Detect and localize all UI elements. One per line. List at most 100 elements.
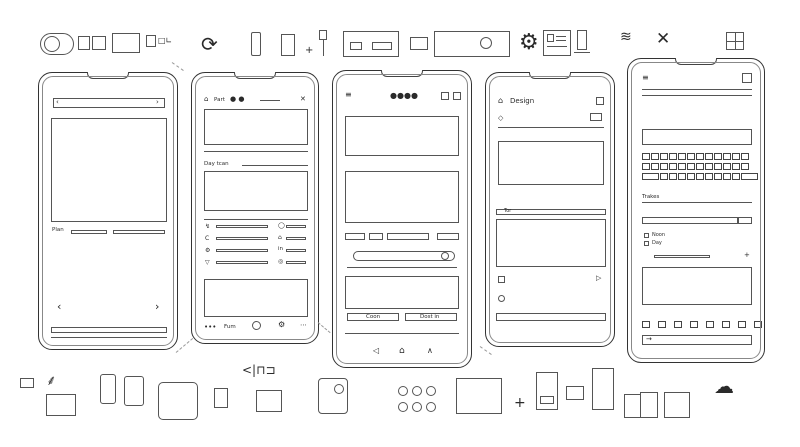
arrow-right-icon[interactable]: › <box>155 300 160 313</box>
section-line <box>642 202 752 203</box>
row-slider-3[interactable] <box>216 249 268 252</box>
recent-nav-icon[interactable]: ∧ <box>427 346 433 355</box>
more-dots: ••• <box>204 323 217 331</box>
section-line <box>242 165 308 166</box>
mini-toggle[interactable] <box>590 113 602 121</box>
slider-track-2[interactable] <box>113 230 165 234</box>
option-checkbox-2[interactable] <box>644 241 649 246</box>
landscape-icon: ☁ <box>714 374 734 398</box>
connector-line <box>317 322 331 334</box>
address-bar[interactable] <box>53 98 165 108</box>
home-button[interactable] <box>252 321 261 330</box>
wifi-icon: ≋ <box>620 29 632 45</box>
header-divider <box>498 127 604 128</box>
phone-frame-5: ≡ Trakes Noon Day + → <box>627 58 765 363</box>
control-1[interactable] <box>345 233 365 240</box>
header-line <box>260 100 280 101</box>
control-3[interactable] <box>387 233 429 240</box>
header-label: Part <box>214 97 225 103</box>
plus-icon: + <box>514 395 526 411</box>
keyboard-row-3[interactable] <box>642 173 758 180</box>
arrow-left-icon[interactable]: ‹ <box>57 300 62 313</box>
control-2[interactable] <box>369 233 383 240</box>
search-field[interactable] <box>353 251 455 261</box>
card-icon <box>410 37 428 50</box>
row-slider-4[interactable] <box>216 261 268 264</box>
search-button[interactable] <box>441 252 449 260</box>
option-label-2: Day <box>652 240 662 246</box>
range-slider[interactable] <box>654 255 710 258</box>
row-icon: ↯ <box>205 223 211 230</box>
menu-icon[interactable]: ≡ <box>642 73 649 82</box>
play-button[interactable] <box>437 233 459 240</box>
square-button[interactable] <box>441 92 449 100</box>
home-icon[interactable]: ⌂ <box>204 95 209 103</box>
notch <box>381 70 423 77</box>
divider-line <box>204 219 308 220</box>
phone-frame-1: ‹ › Plan ‹ › <box>38 72 178 350</box>
phone-frame-4: ⌂ Design ◇ Tor ▷ <box>485 72 615 347</box>
row-slider-2[interactable] <box>216 237 268 240</box>
tab-label: Tor <box>504 208 512 214</box>
settings-button[interactable] <box>742 73 752 83</box>
home-nav-icon[interactable]: ⌂ <box>399 346 405 356</box>
radio-button[interactable] <box>498 295 505 302</box>
secondary-button[interactable]: Dost in <box>405 313 457 321</box>
home-icon[interactable]: ⌂ <box>498 96 504 105</box>
card-image-3 <box>204 279 308 317</box>
dots-indicator: ● ● <box>230 95 245 103</box>
row-value-icon: ◎ <box>278 258 284 265</box>
section-label: Trakes <box>642 194 660 200</box>
notch <box>87 72 129 79</box>
chevron-right-icon[interactable]: › <box>156 98 159 106</box>
more-icon[interactable]: ⋯ <box>300 321 307 329</box>
slider-plus: + <box>744 251 750 259</box>
settings-icon[interactable]: ⚙ <box>278 320 286 329</box>
footer-line <box>345 333 459 334</box>
row-slider-1[interactable] <box>216 225 268 228</box>
toolbar-buttons[interactable] <box>642 321 762 328</box>
range-line <box>347 267 457 268</box>
text-area[interactable] <box>642 267 752 305</box>
row-bar-2[interactable] <box>286 237 306 240</box>
connector-line <box>479 346 492 355</box>
input-button[interactable] <box>738 217 752 224</box>
input-field[interactable] <box>642 217 738 224</box>
row-bar-3[interactable] <box>286 249 306 252</box>
bottom-bar[interactable] <box>642 335 752 345</box>
back-nav-icon[interactable]: ◁ <box>373 346 380 355</box>
close-icon[interactable]: ✕ <box>300 95 306 103</box>
chevron-left-icon[interactable]: ‹ <box>56 98 59 106</box>
row-icon: C <box>205 235 210 242</box>
page-title: Design <box>510 97 535 105</box>
option-checkbox-1[interactable] <box>644 233 649 238</box>
slider-track[interactable] <box>71 230 107 234</box>
row-icon: ⚙ <box>205 247 211 254</box>
row-bar-4[interactable] <box>286 261 306 264</box>
row-icon: ▽ <box>205 259 210 266</box>
text-field[interactable] <box>642 129 752 145</box>
option-label-1: Noon <box>652 232 666 238</box>
row-bar-1[interactable] <box>286 225 306 228</box>
gear-icon: ⚙ <box>519 30 539 55</box>
menu-icon[interactable]: ≡ <box>345 90 352 99</box>
card-image-1 <box>204 109 308 145</box>
footer-bar <box>51 327 167 333</box>
primary-button-label: Coon <box>366 314 381 320</box>
keyboard-row-1[interactable] <box>642 153 749 160</box>
keyboard-row-2[interactable] <box>642 163 749 170</box>
image-placeholder <box>51 118 167 222</box>
tab-bar[interactable] <box>496 209 606 215</box>
row-value-icon: ⌂ <box>278 234 282 241</box>
small-checkbox[interactable] <box>498 276 505 283</box>
back-button[interactable] <box>453 92 461 100</box>
image-placeholder-3 <box>345 276 459 309</box>
square-button[interactable] <box>596 97 604 105</box>
segmented-control[interactable] <box>496 313 606 321</box>
diamond-icon: ◇ <box>498 114 504 122</box>
arrow-right-icon[interactable]: → <box>646 335 652 343</box>
play-icon[interactable]: ▷ <box>596 274 602 282</box>
tray-icon <box>456 378 502 414</box>
image-placeholder-2 <box>496 219 606 267</box>
primary-button[interactable]: Coon <box>347 313 399 321</box>
